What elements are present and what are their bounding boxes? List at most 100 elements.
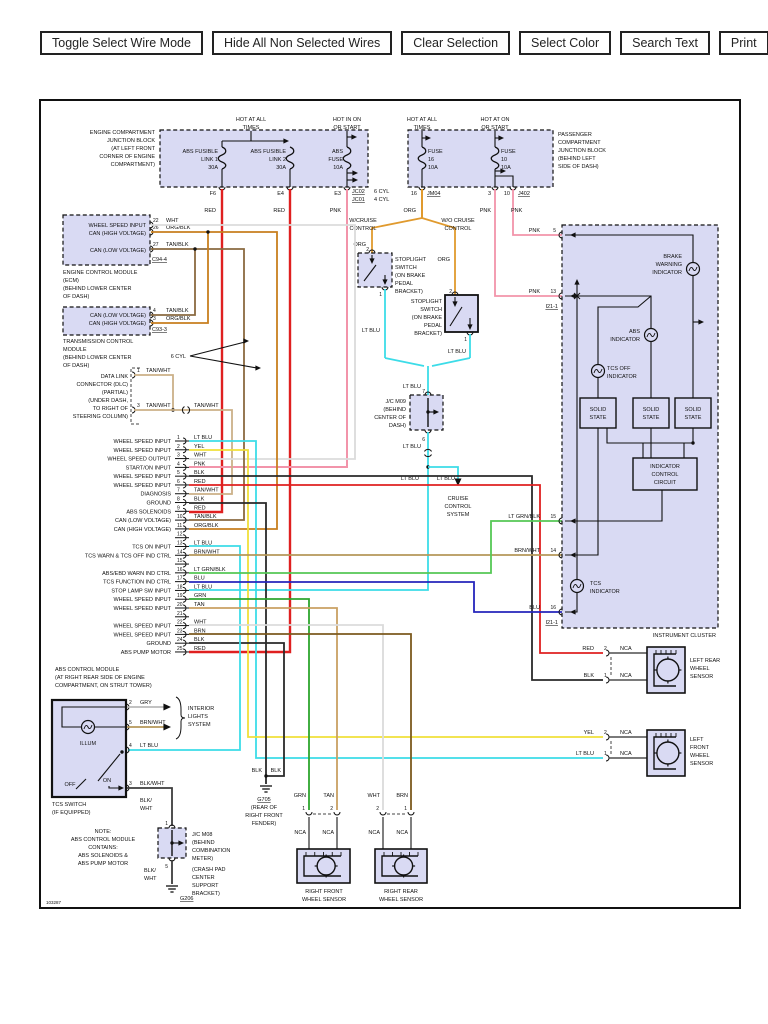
wire-TAN[interactable] <box>189 607 338 810</box>
wire-LINE[interactable] <box>189 355 258 369</box>
wire-BLK[interactable] <box>189 642 285 777</box>
arrow-icon <box>243 338 249 344</box>
label: CAN (LOW VOLTAGE) <box>90 313 146 319</box>
wire-GRN[interactable] <box>189 598 310 810</box>
wire-LINE[interactable] <box>61 706 125 728</box>
label: TCS FUNCTION IND CTRL <box>103 580 171 586</box>
wire-PNK[interactable] <box>189 189 348 468</box>
component-box <box>62 214 151 266</box>
label: INTERIOR <box>188 706 214 712</box>
wire-LTBLU[interactable] <box>431 357 471 367</box>
wire-TANBLK[interactable] <box>151 248 245 521</box>
wire-ORG[interactable] <box>371 217 423 253</box>
wire-LTBLU[interactable] <box>128 545 241 751</box>
arrow-icon <box>369 258 375 264</box>
wire-PNK[interactable] <box>494 189 564 297</box>
indicator-bulb-icon <box>590 363 606 379</box>
label: LIGHTS <box>188 714 208 720</box>
label: SWITCH <box>395 265 417 271</box>
wire-LINE[interactable] <box>108 786 121 789</box>
label: I21-1 <box>545 304 558 310</box>
label: ABS <box>629 329 640 335</box>
component-box <box>357 252 393 288</box>
label: STOPLIGHT <box>395 257 427 263</box>
wire-LINE[interactable] <box>565 593 578 613</box>
label: 2 <box>604 646 607 652</box>
label: 2 <box>604 730 607 736</box>
label: ABS FUSIBLE <box>183 149 219 155</box>
label: 2 <box>330 806 333 812</box>
label: CORNER OF ENGINE <box>99 154 155 160</box>
wire-LINE[interactable] <box>606 428 693 444</box>
wire-RED[interactable] <box>189 189 292 654</box>
component-box <box>674 397 712 429</box>
wire-TANWHT[interactable] <box>134 409 233 495</box>
label: 1 <box>604 673 607 679</box>
select-color-button[interactable]: Select Color <box>519 31 612 55</box>
label: OF DASH) <box>63 294 89 300</box>
label: TCS WARN & TCS OFF IND CTRL <box>85 553 171 559</box>
wire-LINE[interactable] <box>495 175 514 187</box>
wire-RED[interactable] <box>189 189 224 514</box>
wire-ORGBLK[interactable] <box>151 232 209 324</box>
bulb-filament-icon <box>688 266 698 272</box>
label: INDICATOR <box>607 374 637 380</box>
sensor-bracket <box>653 653 676 687</box>
label: CONTAINS: <box>88 845 118 851</box>
wire-BRN[interactable] <box>189 633 412 810</box>
wire-LINE[interactable] <box>565 428 599 556</box>
label: LINK 2 <box>269 157 286 163</box>
label: 9 <box>177 505 180 511</box>
wire-LTBLU[interactable] <box>384 357 425 367</box>
label: ABS CONTROL MODULE <box>55 667 120 673</box>
wire-PNK[interactable] <box>512 189 564 236</box>
wire-LINE[interactable] <box>597 295 652 364</box>
label: 4 CYL <box>374 197 389 203</box>
label: 1 <box>379 292 382 298</box>
label: J/C M08 <box>192 832 212 838</box>
label: 30A <box>276 165 286 171</box>
wire-WHT[interactable] <box>151 224 356 460</box>
wire-WHT[interactable] <box>189 624 384 810</box>
wire-BLU[interactable] <box>189 581 564 613</box>
label: LINK 1 <box>201 157 218 163</box>
label: LEFT REAR <box>690 658 720 664</box>
label: RIGHT REAR <box>384 889 418 895</box>
wire-ORG[interactable] <box>421 217 456 295</box>
wire-RED[interactable] <box>189 484 603 654</box>
label: SIDE OF DASH) <box>558 164 599 170</box>
wire-BLKWHT[interactable] <box>127 787 173 826</box>
label: TAN/WHT <box>194 488 219 494</box>
label: ABS PUMP MOTOR <box>78 861 128 867</box>
wire-BLK[interactable] <box>189 475 603 681</box>
wire-LINE[interactable] <box>189 341 246 357</box>
clear-selection-button[interactable]: Clear Selection <box>401 31 511 55</box>
wire-BLK[interactable] <box>189 502 267 784</box>
wire-LINE[interactable] <box>363 264 377 282</box>
wire-LTGRNBLK[interactable] <box>189 520 564 574</box>
label: COMPARTMENT <box>558 140 601 146</box>
label: WHEEL SENSOR <box>379 897 423 903</box>
wire-TANBLK[interactable] <box>151 249 196 316</box>
label: BRN/WHT <box>140 720 166 726</box>
wire-LINE[interactable] <box>75 778 87 790</box>
arrow-icon <box>178 840 184 846</box>
wire-LINE[interactable] <box>565 490 663 522</box>
search-text-button[interactable]: Search Text <box>620 31 710 55</box>
wire-TANWHT[interactable] <box>134 374 174 410</box>
label: 1 <box>404 806 407 812</box>
wire-LINE[interactable] <box>97 753 121 782</box>
print-button[interactable]: Print <box>718 31 768 55</box>
wire-ORGBLK[interactable] <box>151 231 278 530</box>
label: BRN/WHT <box>514 548 540 554</box>
label: 19 <box>177 593 183 599</box>
wire-LINE[interactable] <box>565 234 694 262</box>
pin-terminal <box>424 391 432 396</box>
label: DASH) <box>389 423 406 429</box>
wire-LINE[interactable] <box>449 306 463 327</box>
label: 7 <box>177 488 180 494</box>
hide-non-selected-wires-button[interactable]: Hide All Non Selected Wires <box>211 31 393 55</box>
toggle-select-wire-mode-button[interactable]: Toggle Select Wire Mode <box>40 31 203 55</box>
wire-YEL[interactable] <box>189 449 603 738</box>
